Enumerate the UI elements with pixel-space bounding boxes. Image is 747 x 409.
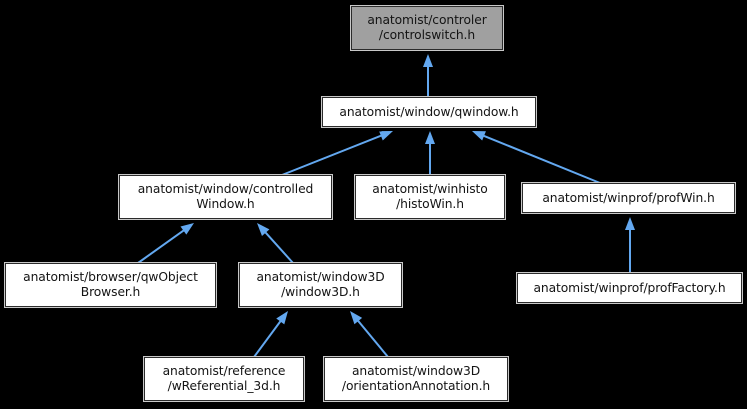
node-label-wreferential3d: anatomist/reference /wReferential_3d.h xyxy=(162,364,286,393)
edge-profwin-to-qwindow xyxy=(472,131,601,184)
edge-window3d-to-controlledwindow xyxy=(257,223,294,264)
node-qwobjectbrowser[interactable]: anatomist/browser/qwObject Browser.h xyxy=(4,262,217,308)
edge-qwobjectbrowser-to-controlledwindow xyxy=(137,223,194,264)
node-label-controlswitch: anatomist/controler /controlswitch.h xyxy=(367,13,487,42)
node-proffactory[interactable]: anatomist/winprof/profFactory.h xyxy=(516,272,743,304)
node-label-proffactory: anatomist/winprof/profFactory.h xyxy=(533,280,726,295)
node-qwindow[interactable]: anatomist/window/qwindow.h xyxy=(321,96,537,128)
node-window3d[interactable]: anatomist/window3D /window3D.h xyxy=(238,262,403,308)
node-controlledwindow[interactable]: anatomist/window/controlled Window.h xyxy=(118,174,333,220)
node-label-profwin: anatomist/winprof/profWin.h xyxy=(542,190,715,205)
edge-controlledwindow-to-qwindow xyxy=(281,131,393,176)
node-orientationannotation[interactable]: anatomist/window3D /orientationAnnotatio… xyxy=(323,356,509,402)
node-controlswitch[interactable]: anatomist/controler /controlswitch.h xyxy=(350,5,504,51)
edge-proffactory-to-profwin xyxy=(625,217,635,273)
node-label-window3d: anatomist/window3D /window3D.h xyxy=(256,270,385,299)
edge-wreferential3d-to-window3d xyxy=(253,311,288,358)
node-label-controlledwindow: anatomist/window/controlled Window.h xyxy=(137,182,314,211)
node-histowin[interactable]: anatomist/winhisto /histoWin.h xyxy=(354,174,506,220)
node-label-histowin: anatomist/winhisto /histoWin.h xyxy=(372,182,488,211)
node-label-orientationannotation: anatomist/window3D /orientationAnnotatio… xyxy=(341,364,491,393)
edge-orientationannotation-to-window3d xyxy=(350,311,389,358)
node-wreferential3d[interactable]: anatomist/reference /wReferential_3d.h xyxy=(143,356,305,402)
node-profwin[interactable]: anatomist/winprof/profWin.h xyxy=(521,182,736,214)
edge-qwindow-to-controlswitch xyxy=(423,54,433,97)
node-label-qwobjectbrowser: anatomist/browser/qwObject Browser.h xyxy=(23,270,198,299)
node-label-qwindow: anatomist/window/qwindow.h xyxy=(339,104,519,119)
edge-histowin-to-qwindow xyxy=(425,131,435,175)
